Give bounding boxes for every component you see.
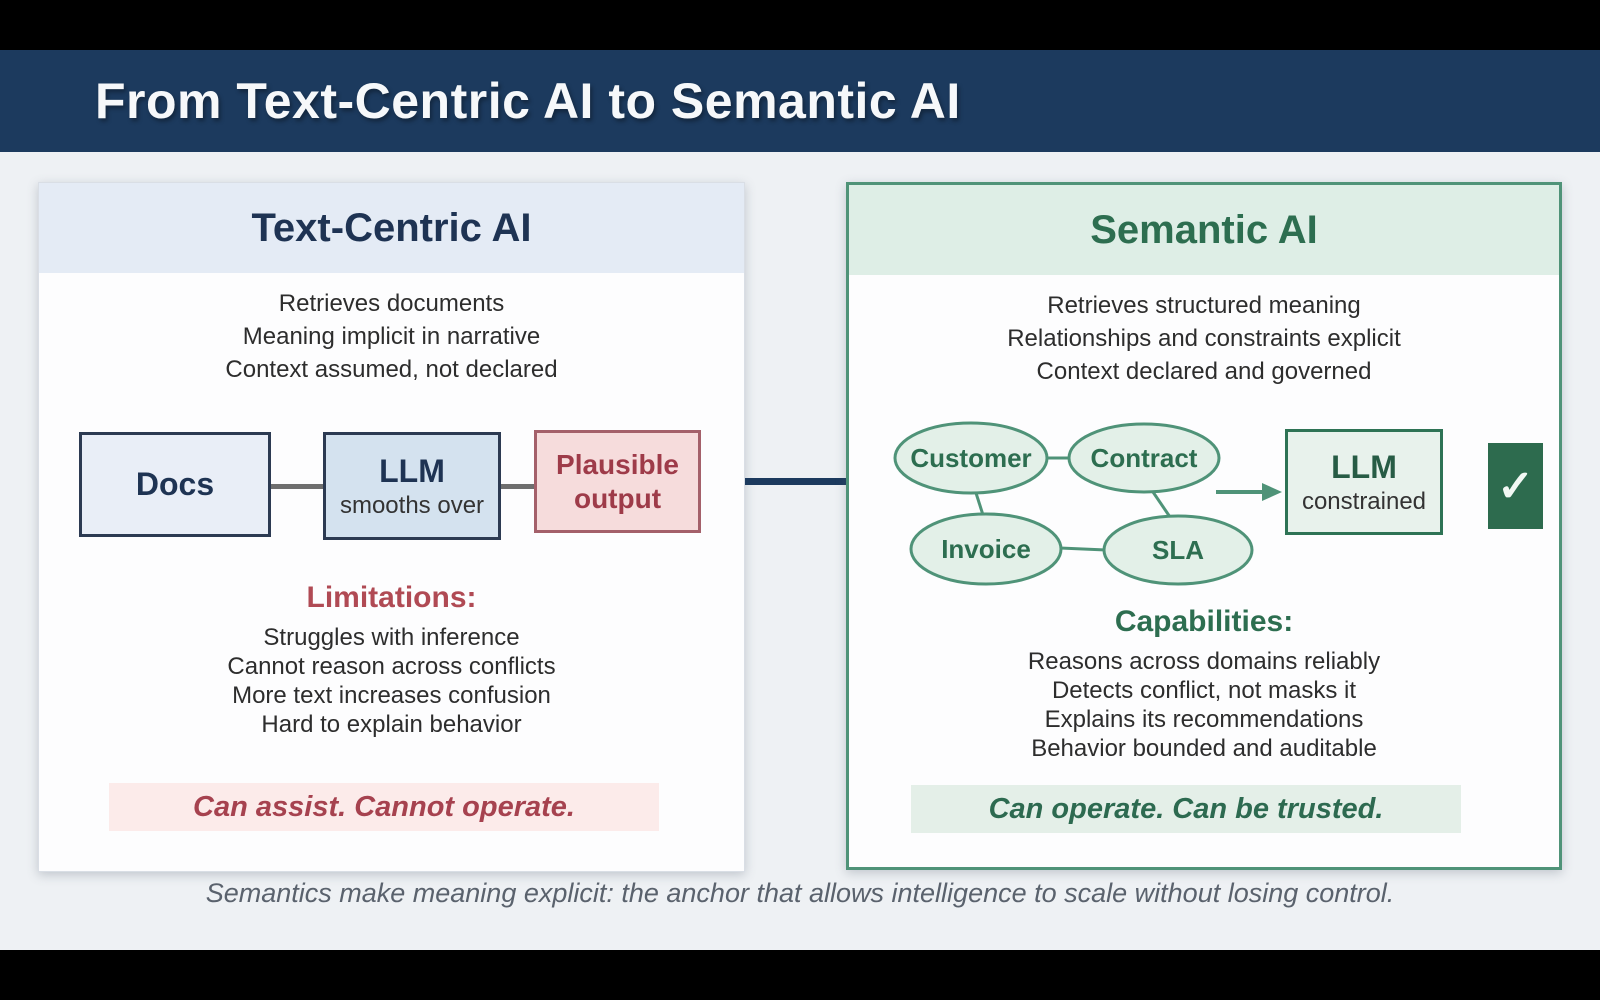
check-badge: ✓ — [1488, 443, 1543, 529]
intro-line: Retrieves structured meaning — [1047, 292, 1361, 319]
capabilities-list: Reasons across domains reliably Detects … — [849, 647, 1559, 763]
customer-node-label: Customer — [910, 443, 1031, 473]
docs-box: Docs — [79, 432, 271, 537]
semantic-panel-header: Semantic AI — [849, 185, 1559, 275]
connector-line — [271, 484, 323, 489]
capabilities-heading: Capabilities: — [1114, 605, 1294, 638]
llm-constrained-box: LLM constrained — [1285, 429, 1443, 535]
invoice-node-label: Invoice — [941, 534, 1031, 564]
limitation-item: More text increases confusion — [232, 682, 551, 709]
contract-node-label: Contract — [1091, 443, 1198, 473]
plausible-output-box: Plausible output — [534, 430, 701, 533]
panel-connector-line — [745, 478, 846, 485]
text-centric-verdict-banner: Can assist. Cannot operate. — [109, 783, 659, 831]
llm-constrained-label: LLM — [1331, 448, 1397, 485]
text-centric-panel-title: Text-Centric AI — [251, 205, 532, 250]
edge-contract-sla — [1151, 491, 1172, 518]
semantic-verdict-text: Can operate. Can be trusted. — [988, 792, 1384, 825]
capability-item: Reasons across domains reliably — [1027, 648, 1381, 675]
docs-box-label: Docs — [135, 466, 215, 502]
connector-line — [501, 484, 534, 489]
semantic-verdict-banner: Can operate. Can be trusted. — [911, 785, 1461, 833]
text-centric-intro: Retrieves documents Meaning implicit in … — [39, 287, 744, 386]
check-icon: ✓ — [1497, 461, 1534, 511]
semantic-graph: Customer Contract Invoice SLA — [893, 421, 1282, 586]
intro-line: Context declared and governed — [1036, 358, 1372, 385]
intro-line: Retrieves documents — [278, 290, 505, 317]
limitation-item: Struggles with inference — [263, 624, 520, 651]
plausible-output-label: Plausible output — [556, 448, 679, 514]
llm-box-label: LLM — [379, 452, 445, 489]
llm-box: LLM smooths over — [323, 432, 501, 540]
intro-line: Context assumed, not declared — [225, 356, 558, 383]
llm-constrained-sublabel: constrained — [1301, 487, 1427, 515]
letterbox-bottom — [0, 950, 1600, 1000]
footer-caption: Semantics make meaning explicit: the anc… — [205, 878, 1395, 908]
semantic-panel-title: Semantic AI — [1090, 207, 1318, 252]
text-centric-panel: Text-Centric AI Retrieves documents Mean… — [38, 182, 745, 872]
capability-item: Behavior bounded and auditable — [1031, 735, 1377, 762]
limitations-list: Struggles with inference Cannot reason a… — [39, 623, 744, 739]
title-bar: From Text-Centric AI to Semantic AI — [0, 50, 1600, 152]
arrow-right-icon — [1216, 483, 1282, 501]
limitations-heading: Limitations: — [306, 581, 477, 614]
slide-canvas: From Text-Centric AI to Semantic AI Text… — [0, 50, 1600, 950]
edge-customer-invoice — [974, 492, 985, 516]
llm-box-sublabel: smooths over — [339, 491, 485, 519]
invoice-node — [909, 512, 1063, 586]
capability-item: Explains its recommendations — [1044, 706, 1364, 733]
page-title: From Text-Centric AI to Semantic AI — [95, 73, 961, 129]
intro-line: Meaning implicit in narrative — [242, 323, 541, 350]
customer-node — [893, 421, 1049, 495]
sla-node-label: SLA — [1152, 535, 1204, 565]
semantic-intro: Retrieves structured meaning Relationshi… — [849, 289, 1559, 388]
contract-node — [1067, 422, 1221, 494]
semantic-panel: Semantic AI Retrieves structured meaning… — [846, 182, 1562, 870]
limitation-item: Hard to explain behavior — [261, 711, 522, 738]
edge-invoice-sla — [1059, 546, 1107, 552]
text-centric-verdict-text: Can assist. Cannot operate. — [193, 790, 575, 823]
intro-line: Relationships and constraints explicit — [1007, 325, 1401, 352]
sla-node — [1102, 514, 1254, 586]
letterbox-top — [0, 0, 1600, 50]
capability-item: Detects conflict, not masks it — [1051, 677, 1357, 704]
text-centric-panel-header: Text-Centric AI — [39, 183, 744, 273]
limitation-item: Cannot reason across conflicts — [227, 653, 556, 680]
